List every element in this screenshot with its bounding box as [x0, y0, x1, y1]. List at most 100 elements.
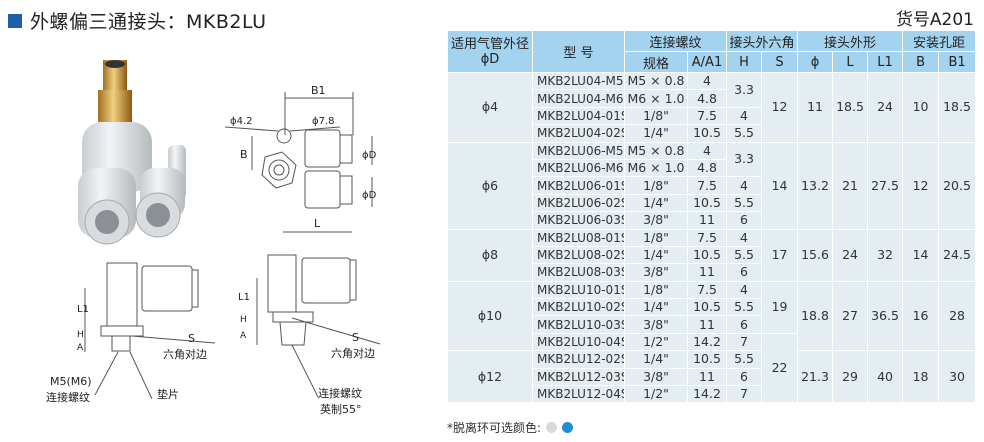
table-cell: 10.5: [686, 193, 728, 213]
table-cell: 1/2": [624, 332, 688, 352]
title-square-icon: [8, 13, 22, 28]
header-shape: 接头外形: [797, 30, 904, 52]
table-cell: 11: [686, 315, 728, 334]
table-cell: 27.5: [867, 141, 904, 230]
table-cell: 1/8": [624, 106, 688, 126]
table-cell: 4: [726, 106, 763, 126]
model-cell: MKB2LU08-01S: [532, 228, 625, 247]
model-cell: MKB2LU04-01S: [532, 106, 625, 126]
table-cell: 5.5: [726, 124, 763, 143]
table-cell: ϕ12: [447, 350, 533, 404]
table-cell: 7: [726, 385, 763, 404]
table-cell: M5 × 0.8: [624, 71, 688, 91]
model-cell: MKB2LU04-M6: [532, 89, 625, 108]
table-cell: 30: [938, 350, 977, 404]
table-cell: 4.8: [686, 158, 728, 178]
table-cell: 4: [726, 280, 763, 300]
table-cell: 1/4": [624, 124, 688, 143]
table-cell: 1/4": [624, 350, 688, 369]
table-cell: 4: [726, 176, 763, 195]
product-drawings: B1 ϕ4.2 ϕ7.8 B ϕD ϕD L L1 H A S 六角对边 M5(…: [46, 60, 381, 416]
table-cell: 14.2: [686, 332, 728, 352]
table-cell: 6: [726, 367, 763, 387]
label-phid-1: ϕD: [362, 150, 377, 161]
table-cell: 19: [761, 280, 799, 334]
table-cell: 1/4": [624, 298, 688, 317]
table-cell: ϕ10: [447, 280, 533, 352]
label-phi42: ϕ4.2: [230, 116, 253, 127]
table-cell: 14.2: [686, 385, 728, 404]
header-a: A/A1: [686, 51, 728, 73]
table-cell: 5.5: [726, 350, 763, 369]
table-cell: 4.8: [686, 89, 728, 108]
table-cell: 5.5: [726, 245, 763, 265]
table-cell: 10.5: [686, 124, 728, 143]
label-l: L: [314, 217, 321, 230]
table-cell: 18: [902, 350, 940, 404]
label-imperial: 英制55°: [320, 402, 362, 416]
model-cell: MKB2LU08-03S: [532, 263, 625, 282]
label-phid-2: ϕD: [362, 190, 377, 201]
header-l: L: [832, 51, 869, 73]
header-model: 型 号: [532, 30, 625, 73]
header-phi: ϕ: [797, 51, 834, 73]
header-hex: 接头外六角: [726, 30, 799, 52]
table-cell: 11: [797, 72, 834, 143]
table-cell: 18.5: [938, 72, 977, 143]
table-cell: 15.6: [797, 228, 834, 282]
model-cell: MKB2LU10-03S: [532, 315, 625, 334]
header-b1: B1: [938, 51, 977, 73]
model-cell: MKB2LU06-02S: [532, 193, 625, 213]
table-cell: 10: [902, 72, 940, 143]
table-cell: 5.5: [726, 298, 763, 317]
model-cell: MKB2LU06-M6: [532, 158, 625, 178]
model-cell: MKB2LU04-M5: [532, 71, 625, 91]
model-cell: MKB2LU06-M5: [532, 141, 625, 160]
table-cell: 4: [686, 71, 728, 91]
label-h: H: [77, 330, 84, 340]
model-cell: MKB2LU12-04S: [532, 385, 625, 404]
table-cell: 20.5: [938, 141, 977, 230]
table-cell: 10.5: [686, 298, 728, 317]
table-cell: 27: [832, 280, 869, 352]
table-cell: 14: [902, 228, 940, 282]
table-cell: ϕ6: [447, 141, 533, 230]
model-cell: MKB2LU06-01S: [532, 176, 625, 195]
color-swatch-blue: [562, 422, 574, 433]
table-cell: 21.3: [797, 350, 834, 404]
model-cell: MKB2LU06-03S: [532, 211, 625, 230]
table-cell: M6 × 1.0: [624, 158, 688, 178]
table-cell: 16: [902, 280, 940, 352]
table-cell: ϕ8: [447, 228, 533, 282]
header-b: B: [902, 51, 940, 73]
table-cell: 4: [686, 141, 728, 160]
footnote-text: *脱离环可选颜色:: [447, 421, 542, 435]
label-h-2: H: [240, 315, 247, 325]
header-h: H: [726, 51, 763, 73]
table-cell: 10.5: [686, 245, 728, 265]
table-cell: 5.5: [726, 193, 763, 213]
label-hex-2: 六角对边: [331, 346, 375, 360]
table-cell: 18.5: [832, 72, 869, 143]
label-hex: 六角对边: [163, 347, 207, 361]
table-cell: M6 × 1.0: [624, 89, 688, 108]
table-cell: 3/8": [624, 315, 688, 334]
table-cell: 24.5: [938, 228, 977, 282]
header-s: S: [761, 51, 799, 73]
label-thread-2: 连接螺纹: [318, 386, 362, 400]
table-cell: 12: [902, 141, 940, 230]
table-cell: 18.8: [797, 280, 834, 352]
label-s: S: [188, 332, 195, 345]
table-cell: 11: [686, 367, 728, 387]
table-cell: 36.5: [867, 280, 904, 352]
product-photo: [78, 60, 186, 245]
table-cell: 3/8": [624, 367, 688, 387]
